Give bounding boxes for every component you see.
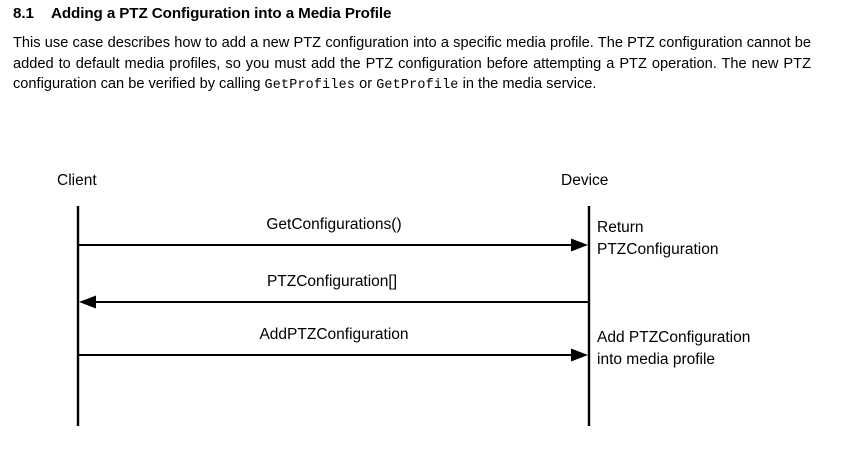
message-get-configurations: GetConfigurations() (78, 216, 588, 252)
section-number: 8.1 (13, 5, 34, 22)
lifeline-label-device: Device (561, 172, 608, 189)
lifeline-client: Client (57, 172, 97, 426)
lifeline-label-client: Client (57, 172, 97, 189)
arrow-head-left-icon (79, 295, 96, 309)
lifeline-device: Device (561, 172, 608, 426)
note-return-ptz-configuration: Return PTZConfiguration (597, 219, 718, 258)
sequence-diagram: Client Device GetConfigurations() PTZCon… (0, 155, 861, 455)
arrow-head-right-icon (571, 348, 588, 362)
note-line-1: Add PTZConfiguration (597, 329, 750, 346)
message-label-get-configurations: GetConfigurations() (266, 216, 401, 233)
code-getprofile: GetProfile (376, 78, 459, 93)
note-add-into-media-profile: Add PTZConfiguration into media profile (597, 329, 750, 368)
message-add-ptz-configuration: AddPTZConfiguration (78, 326, 588, 362)
page-title: 8.1 Adding a PTZ Configuration into a Med… (13, 4, 811, 24)
arrow-head-right-icon (571, 238, 588, 252)
message-ptz-configuration-array: PTZConfiguration[] (79, 273, 589, 309)
message-label-ptz-configuration-array: PTZConfiguration[] (267, 273, 397, 290)
note-line-1: Return (597, 219, 644, 236)
document-body: 8.1 Adding a PTZ Configuration into a Med… (13, 4, 811, 97)
note-line-2: into media profile (597, 351, 715, 368)
intro-paragraph: This use case describes how to add a new… (13, 33, 811, 97)
paragraph-text-part-2: or (355, 76, 377, 92)
code-getprofiles: GetProfiles (264, 78, 356, 93)
message-label-add-ptz-configuration: AddPTZConfiguration (259, 326, 408, 343)
section-title: Adding a PTZ Configuration into a Media … (51, 5, 392, 22)
note-line-2: PTZConfiguration (597, 241, 718, 258)
paragraph-text-part-1: This use case describes how to add a new… (13, 35, 811, 92)
paragraph-text-part-3: in the media service. (458, 76, 597, 92)
